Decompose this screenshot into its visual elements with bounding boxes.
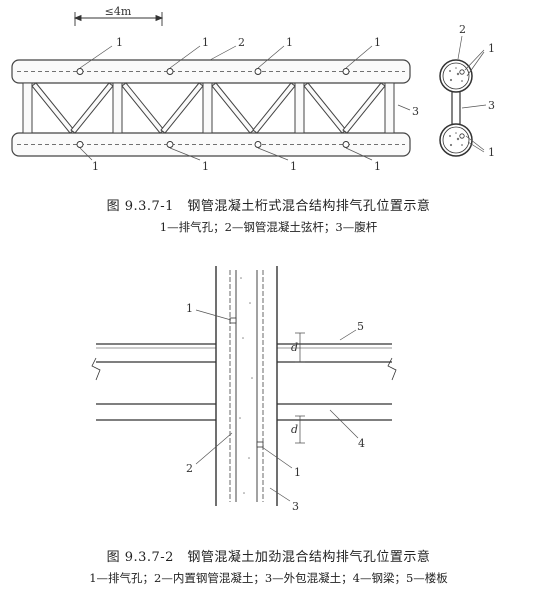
label-chord: 2 [238, 36, 245, 49]
top-chord [11, 59, 411, 84]
label-vent: 1 [294, 466, 301, 479]
web-diagonal [252, 82, 296, 134]
stiffened-figure: d d 1 5 4 2 1 3 [0, 258, 537, 528]
truss-diagram: ≤4m [11, 5, 495, 173]
label-beam: 4 [358, 437, 365, 450]
vent-holes [229, 317, 264, 448]
web-diagonal [121, 82, 165, 134]
label-vent: 1 [116, 36, 123, 49]
figure1-caption: 图 9.3.7-1 钢管混凝土桁式混合结构排气孔位置示意 [106, 199, 431, 214]
web-diagonal [70, 82, 114, 134]
vent-holes [76, 68, 350, 148]
web-vertical [294, 82, 305, 134]
web-vertical [384, 82, 395, 134]
slab [96, 343, 392, 363]
figure1-legend: 1—排气孔；2—钢管混凝土弦杆；3—腹杆 [159, 220, 378, 234]
web-diagonal [303, 82, 347, 134]
section-label-vent: 1 [488, 42, 495, 55]
figure2-caption: 图 9.3.7-2 钢管混凝土加劲混合结构排气孔位置示意 [106, 550, 431, 565]
web-vertical [22, 82, 33, 134]
label-slab: 5 [357, 320, 364, 333]
web-diagonal [160, 82, 204, 134]
break-marks [91, 357, 397, 381]
inner-steel-tube [229, 270, 264, 502]
label-d: d [291, 423, 298, 436]
spacing-dimension [73, 12, 164, 26]
section-label-web: 3 [488, 99, 495, 112]
web-vertical [112, 82, 123, 134]
label-vent: 1 [202, 160, 209, 173]
web-diagonal [211, 82, 255, 134]
label-vent: 1 [92, 160, 99, 173]
spacing-label: ≤4m [105, 5, 132, 18]
label-vent: 1 [374, 36, 381, 49]
leader-lines [195, 309, 359, 502]
web-members [22, 82, 395, 134]
web-diagonal [31, 82, 75, 134]
leader-lines [79, 45, 411, 161]
outer-concrete-column [215, 266, 278, 506]
web-vertical [202, 82, 213, 134]
cross-section [439, 59, 473, 157]
dimension-d [295, 332, 305, 444]
label-inner: 2 [186, 462, 193, 475]
section-label-chord: 2 [459, 23, 466, 36]
label-d: d [291, 341, 298, 354]
section-leaders [457, 35, 487, 153]
concrete-texture [239, 277, 253, 494]
steel-beam [96, 403, 392, 421]
label-vent: 1 [290, 160, 297, 173]
stiffened-diagram: d d 1 5 4 2 1 3 [91, 266, 397, 513]
label-vent: 1 [186, 302, 193, 315]
bottom-chord [11, 132, 411, 157]
label-vent: 1 [202, 36, 209, 49]
label-web: 3 [412, 105, 419, 118]
label-vent: 1 [286, 36, 293, 49]
truss-figure: ≤4m [0, 0, 537, 190]
web-diagonal [342, 82, 386, 134]
figure2-legend: 1—排气孔；2—内置钢管混凝土；3—外包混凝土；4—钢梁；5—楼板 [89, 571, 448, 585]
section-label-vent: 1 [488, 146, 495, 159]
label-vent: 1 [374, 160, 381, 173]
label-outer: 3 [292, 500, 299, 513]
